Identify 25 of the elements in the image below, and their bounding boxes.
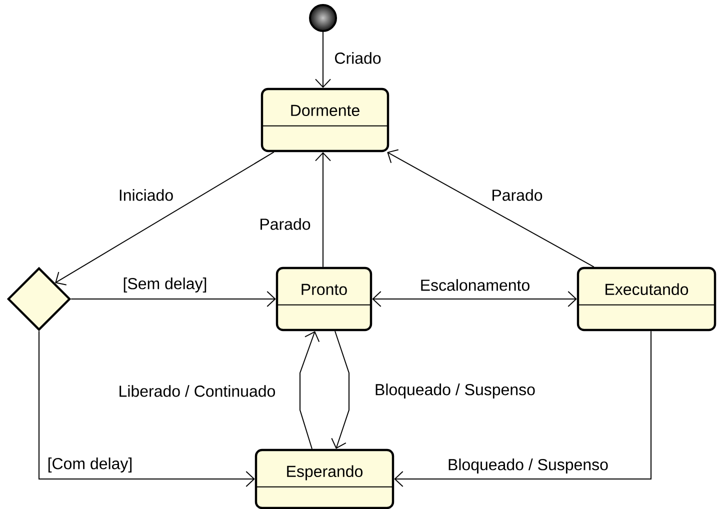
- edge-label: Parado: [258, 217, 312, 231]
- edge-label: [Com delay]: [46, 456, 134, 474]
- arrow: [55, 152, 274, 286]
- state-box: Esperando: [254, 448, 394, 509]
- arrow: [38, 330, 255, 487]
- edge-label: Bloqueado / Suspenso: [446, 458, 610, 474]
- arrow: [70, 291, 276, 307]
- edge-label: Criado: [333, 51, 382, 65]
- edge-label: Iniciado: [117, 188, 175, 202]
- edge-label: Liberado / Continuado: [117, 384, 277, 398]
- edge-label: Escalonamento: [418, 278, 532, 292]
- arrow: [394, 330, 652, 487]
- edge-label: Parado: [490, 188, 544, 202]
- arrow: [372, 291, 577, 307]
- initial-state-circle: [309, 4, 337, 32]
- edge-label: Bloqueado / Suspenso: [374, 382, 537, 400]
- edge-label: [Sem delay]: [122, 276, 208, 294]
- state-box: Executando: [576, 266, 716, 332]
- arrow: [331, 330, 350, 449]
- arrow: [315, 152, 331, 268]
- arrow: [315, 32, 331, 88]
- arrow: [300, 331, 320, 450]
- state-box: Dormente: [260, 88, 390, 152]
- state-box: Pronto: [276, 266, 372, 332]
- arrow: [387, 149, 594, 268]
